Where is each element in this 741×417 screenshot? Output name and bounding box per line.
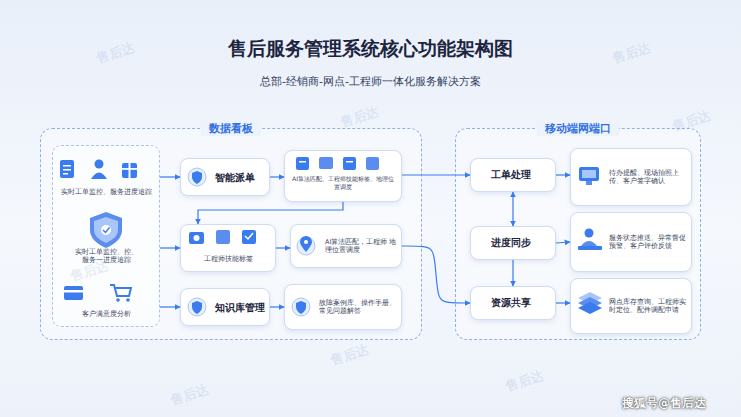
metric-text: 实时工单监控、控、服务一进度追踪 bbox=[73, 248, 139, 265]
watermark: 售后达 bbox=[610, 38, 653, 67]
source-credit: 搜狐号@售后达 bbox=[622, 395, 706, 412]
process-box: AI算法匹配、工程师技能标签、地理位置调度 bbox=[284, 150, 402, 202]
process-box: AI算法匹配，工程师 地理位置调度 bbox=[290, 224, 402, 268]
watermark: 售后达 bbox=[94, 38, 137, 67]
dashboard-icons bbox=[60, 160, 137, 302]
connector-arrow bbox=[556, 174, 570, 175]
process-box: 知识库管理 bbox=[180, 288, 270, 326]
connector-arrow bbox=[512, 192, 513, 226]
connector-arrow bbox=[160, 306, 180, 307]
box-text: 服务状态推送、异常督促预警、客户评价反馈 bbox=[609, 234, 687, 251]
connector-arrow bbox=[556, 242, 570, 243]
box-text: 网点库存查询、工程师实时定位、配件调配申请 bbox=[609, 298, 687, 315]
connector-arrow bbox=[270, 176, 284, 177]
connector-arrow bbox=[402, 246, 470, 303]
box-title: 资源共享 bbox=[491, 297, 531, 309]
process-box: 故障案例库、操作手册、常见问题解答 bbox=[284, 284, 402, 330]
connector-arrow bbox=[276, 247, 290, 248]
process-box: 智能派单 bbox=[180, 158, 270, 196]
box-icons bbox=[188, 157, 602, 316]
process-box: 待办提醒、现场拍照上传、客户签字确认 bbox=[570, 148, 692, 206]
process-box: 网点库存查询、工程师实时定位、配件调配申请 bbox=[570, 278, 692, 334]
metric-text: 客户满意度分析 bbox=[57, 310, 155, 318]
watermark: 售后达 bbox=[328, 340, 371, 369]
box-title: 知识库管理 bbox=[215, 301, 265, 314]
panel-heading: 数据看板 bbox=[201, 121, 261, 136]
panel-heading: 移动端网端口 bbox=[537, 121, 619, 136]
watermark: 售后达 bbox=[503, 366, 546, 395]
group-panel: 移动端网端口工单处理进度同步资源共享待办提醒、现场拍照上传、客户签字确认服务状态… bbox=[455, 128, 701, 340]
box-title: 进度同步 bbox=[491, 237, 531, 249]
connector-arrow bbox=[556, 302, 570, 303]
box-text: 工程师技能标签 bbox=[185, 255, 271, 263]
watermark: 售后达 bbox=[168, 380, 211, 409]
process-box: 工单处理 bbox=[470, 158, 556, 192]
process-box: 资源共享 bbox=[470, 286, 556, 320]
connector-arrow bbox=[198, 202, 343, 224]
process-box: 工程师技能标签 bbox=[180, 224, 276, 272]
connector-arrow bbox=[160, 176, 180, 177]
connector-arrow bbox=[270, 306, 284, 307]
diagram-title: 售后服务管理系统核心功能架构图 bbox=[0, 36, 741, 62]
group-panel: 数据看板实时工单监控、服务进度追踪实时工单监控、控、服务一进度追踪客户满意度分析… bbox=[40, 128, 422, 340]
box-text: AI算法匹配，工程师 地理位置调度 bbox=[325, 238, 397, 255]
process-box: 服务状态推送、异常督促预警、客户评价反馈 bbox=[570, 212, 692, 272]
metric-text: 实时工单监控、服务进度追踪 bbox=[57, 188, 155, 196]
box-text: AI算法匹配、工程师技能标签、地理位置调度 bbox=[289, 175, 397, 191]
box-title: 工单处理 bbox=[491, 169, 531, 181]
box-text: 待办提醒、现场拍照上传、客户签字确认 bbox=[609, 169, 687, 186]
connector-arrow bbox=[402, 174, 470, 175]
process-box: 进度同步 bbox=[470, 226, 556, 260]
connector-arrow bbox=[160, 247, 180, 248]
subtitle: 总部-经销商-网点-工程师一体化服务解决方案 bbox=[0, 74, 741, 89]
box-text: 故障案例库、操作手册、常见问题解答 bbox=[319, 299, 397, 316]
dashboard-panel: 实时工单监控、服务进度追踪实时工单监控、控、服务一进度追踪客户满意度分析 bbox=[52, 145, 160, 327]
connector-arrow bbox=[512, 260, 513, 286]
box-title: 智能派单 bbox=[215, 171, 255, 184]
